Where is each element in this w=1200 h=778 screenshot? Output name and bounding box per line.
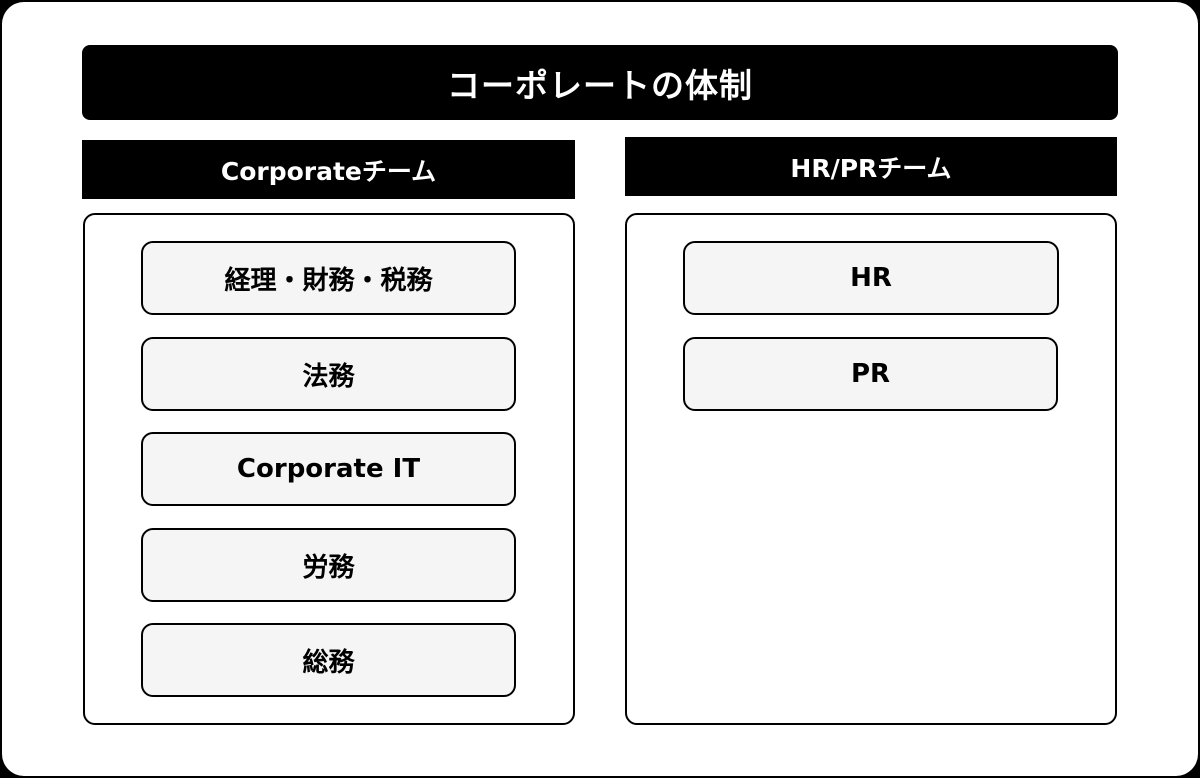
unit-accounting-finance-tax: 経理・財務・税務	[141, 241, 516, 315]
unit-corporate-it: Corporate IT	[141, 432, 516, 506]
unit-pr: PR	[683, 337, 1058, 411]
unit-hr: HR	[683, 241, 1059, 315]
team-header-hr-pr: HR/PRチーム	[625, 137, 1117, 196]
team-header-corporate: Corporateチーム	[82, 140, 575, 199]
unit-general-affairs: 総務	[141, 623, 516, 697]
diagram-title: コーポレートの体制	[82, 45, 1118, 120]
unit-labor: 労務	[141, 528, 516, 602]
unit-legal: 法務	[141, 337, 516, 411]
